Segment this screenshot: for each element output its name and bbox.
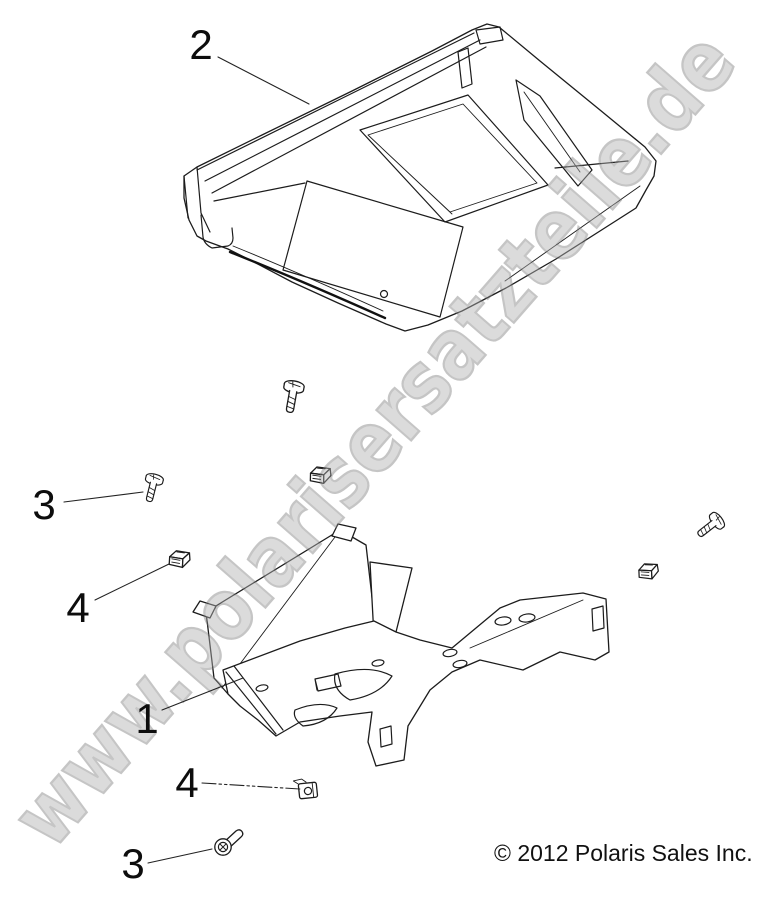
callout-labels: 2 3 4 1 4 3 — [32, 21, 212, 887]
part-1-bracket-drawing — [192, 523, 610, 767]
callout-label-4-upper: 4 — [66, 584, 89, 631]
screw-icon — [139, 471, 165, 505]
callout-label-3-upper: 3 — [32, 481, 55, 528]
callout-label-3-lower: 3 — [121, 840, 144, 887]
clip-icon — [636, 561, 661, 582]
clip-icon — [167, 549, 192, 569]
leader-line-1 — [161, 677, 244, 711]
leader-lines — [63, 56, 310, 864]
screw-icon — [278, 378, 306, 415]
callout-label-1: 1 — [135, 695, 158, 742]
callout-label-2: 2 — [189, 21, 212, 68]
leader-line-4-lower — [201, 782, 301, 790]
screw-icon — [692, 509, 728, 543]
clip-icon — [292, 778, 319, 800]
screw-icon — [214, 829, 244, 856]
fasteners — [139, 378, 728, 856]
copyright-text: © 2012 Polaris Sales Inc. — [494, 840, 753, 866]
leader-line-2 — [217, 56, 310, 105]
part-2-panel-drawing — [183, 23, 657, 332]
leader-line-4-upper — [94, 563, 170, 601]
leader-line-3-lower — [147, 848, 213, 864]
leader-line-3-upper — [63, 491, 144, 503]
callout-label-4-lower: 4 — [175, 759, 198, 806]
